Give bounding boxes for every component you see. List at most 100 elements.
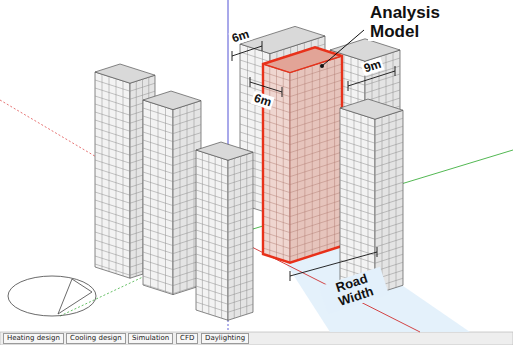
window-line bbox=[240, 156, 241, 316]
floor-line bbox=[196, 278, 228, 288]
floor-line bbox=[196, 222, 228, 232]
analysis-model bbox=[263, 47, 342, 262]
window-line bbox=[202, 152, 203, 312]
window-line bbox=[221, 158, 222, 318]
floor-line bbox=[290, 120, 342, 137]
window-line bbox=[354, 112, 355, 287]
floor-line bbox=[290, 208, 342, 225]
leader-dot bbox=[320, 64, 324, 68]
floor-line bbox=[196, 198, 228, 208]
floor-line bbox=[95, 264, 130, 275]
building bbox=[143, 91, 201, 295]
building bbox=[196, 142, 253, 320]
floor-line bbox=[290, 72, 342, 89]
floor-line bbox=[290, 160, 342, 177]
floor-line bbox=[290, 168, 342, 185]
floor-line bbox=[290, 136, 342, 153]
compass bbox=[8, 276, 96, 316]
tab-button: Cooling design bbox=[66, 333, 126, 344]
building-face bbox=[95, 72, 130, 278]
tab-button: Simulation bbox=[128, 333, 173, 344]
floor-line bbox=[290, 152, 342, 169]
building-face bbox=[143, 100, 173, 295]
window-line bbox=[304, 68, 305, 258]
building-face bbox=[196, 150, 228, 320]
window-line bbox=[368, 117, 369, 292]
dimension-tick bbox=[250, 77, 251, 87]
tab-button: Daylighting bbox=[201, 333, 249, 344]
window-line bbox=[116, 79, 117, 274]
window-line bbox=[158, 105, 159, 290]
building-face bbox=[143, 91, 201, 110]
floor-line bbox=[290, 232, 342, 249]
floor-line bbox=[290, 184, 342, 201]
building-face bbox=[340, 108, 375, 294]
window-line bbox=[150, 102, 151, 287]
window-line bbox=[234, 158, 235, 318]
floor-line bbox=[196, 246, 228, 256]
dimension-tick bbox=[395, 66, 396, 76]
floor-line bbox=[290, 224, 342, 241]
floor-line bbox=[196, 190, 228, 200]
floor-line bbox=[196, 254, 228, 264]
floor-line bbox=[196, 294, 228, 304]
window-line bbox=[246, 154, 247, 314]
window-line bbox=[102, 74, 103, 269]
floor-line bbox=[196, 158, 228, 168]
tab-text: Cooling design bbox=[70, 334, 122, 343]
window-line bbox=[194, 103, 195, 288]
floor-line bbox=[290, 104, 342, 121]
floor-line bbox=[196, 174, 228, 184]
dimension-tick bbox=[290, 271, 291, 281]
dimension-tick bbox=[262, 41, 263, 51]
building-face bbox=[95, 64, 155, 83]
dimension-line bbox=[232, 46, 262, 56]
window-line bbox=[389, 115, 390, 290]
window-line bbox=[208, 154, 209, 314]
window-line bbox=[187, 105, 188, 290]
floor-line bbox=[290, 128, 342, 145]
floor-line bbox=[196, 230, 228, 240]
building-face bbox=[340, 99, 403, 119]
building bbox=[340, 99, 403, 294]
window-line bbox=[312, 66, 313, 256]
tab-text: Simulation bbox=[132, 334, 169, 343]
tab-text: Heating design bbox=[7, 334, 60, 343]
tab-bar bbox=[0, 332, 513, 345]
analysis-outline bbox=[263, 47, 342, 262]
window-line bbox=[319, 63, 320, 253]
compass-needle bbox=[58, 279, 92, 314]
floor-line bbox=[196, 286, 228, 296]
dimension-tick bbox=[232, 51, 233, 61]
window-line bbox=[215, 156, 216, 316]
building-face bbox=[263, 64, 290, 263]
window-line bbox=[396, 112, 397, 287]
window-line bbox=[382, 117, 383, 292]
tab-button: Heating design bbox=[3, 333, 64, 344]
leader-line bbox=[322, 30, 364, 66]
floor-line bbox=[290, 112, 342, 129]
tab-button: CFD bbox=[176, 333, 198, 344]
dimension-tick bbox=[348, 81, 349, 91]
window-line bbox=[297, 70, 298, 260]
window-line bbox=[283, 70, 284, 260]
floor-line bbox=[290, 96, 342, 113]
floor-line bbox=[196, 206, 228, 216]
dimension-tick bbox=[282, 87, 283, 97]
window-line bbox=[109, 76, 110, 271]
floor-line bbox=[290, 200, 342, 217]
floor-line bbox=[196, 166, 228, 176]
window-line bbox=[180, 107, 181, 292]
window-line bbox=[136, 81, 137, 276]
floor-line bbox=[196, 214, 228, 224]
window-line bbox=[165, 107, 166, 292]
window-line bbox=[334, 58, 335, 248]
window-line bbox=[347, 110, 348, 285]
building-face bbox=[196, 142, 253, 160]
floor-line bbox=[196, 182, 228, 192]
tab-text: CFD bbox=[180, 334, 194, 343]
floor-line bbox=[196, 270, 228, 280]
dimension-tick bbox=[377, 247, 378, 257]
